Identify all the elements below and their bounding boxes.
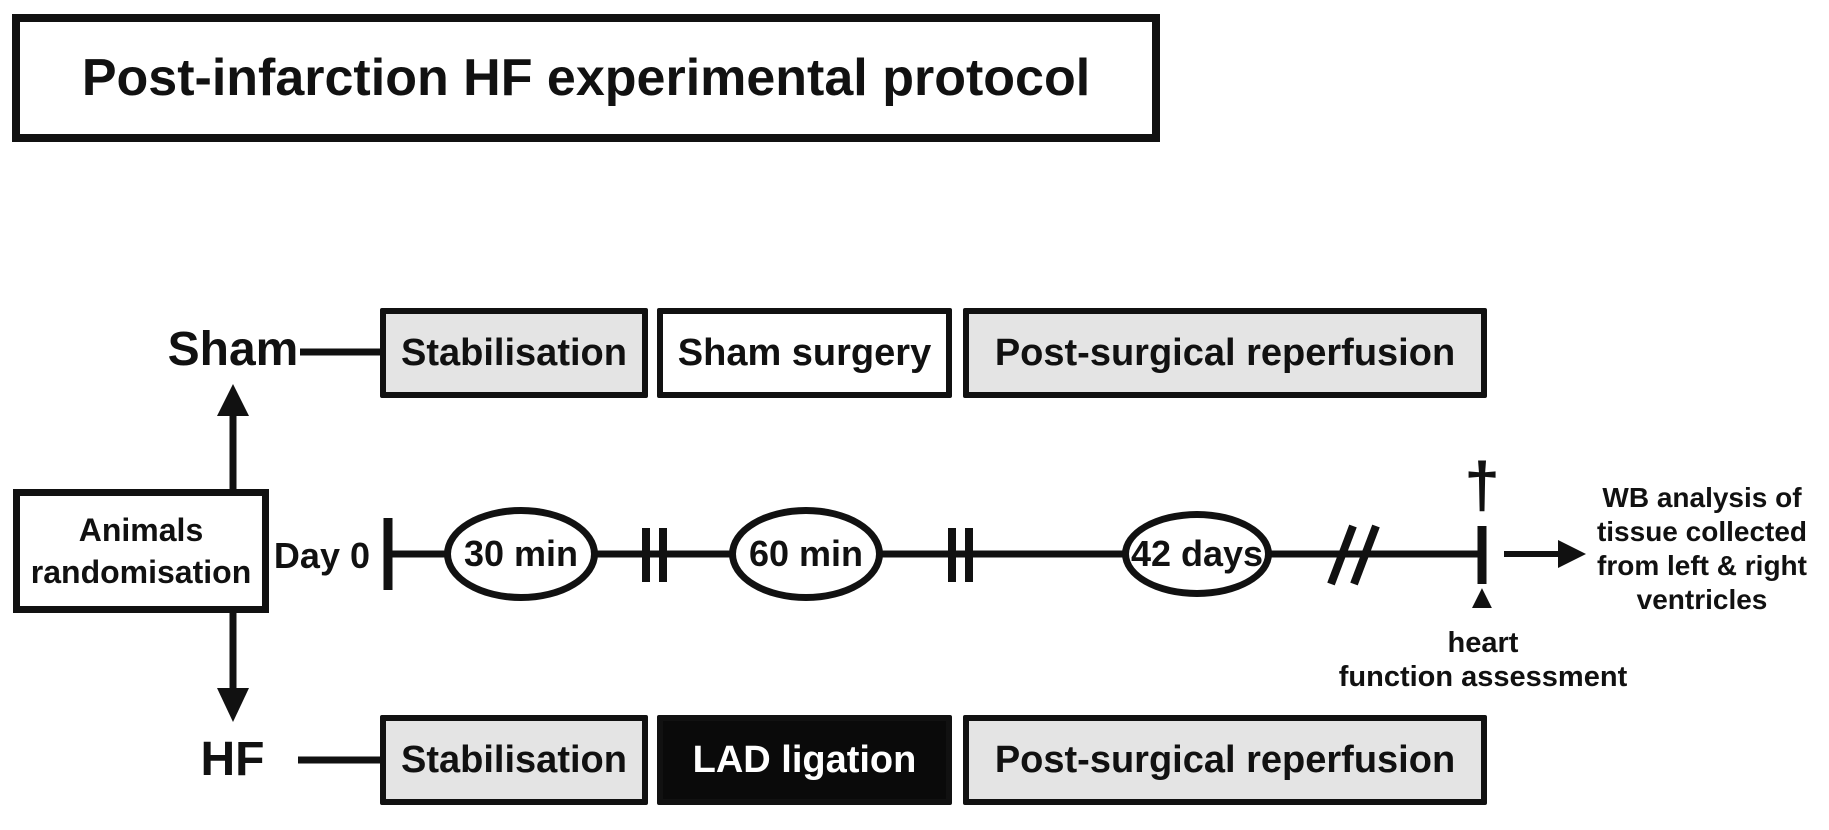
hf-stabilisation-label: Stabilisation <box>401 738 627 781</box>
hf-reperfusion-label: Post-surgical reperfusion <box>994 738 1456 781</box>
duration-ellipse-42days: 42 days <box>1122 511 1272 597</box>
time-break3-slash-right <box>1350 524 1380 586</box>
heart-assessment-note: heart function assessment <box>1308 626 1658 694</box>
day0-label: Day 0 <box>273 535 370 576</box>
page-title: Post-infarction HF experimental protocol <box>81 49 1091 107</box>
sham-group-label: Sham <box>167 323 299 376</box>
randomisation-box: Animals randomisation <box>13 489 269 613</box>
wb-note-line3: from left & right <box>1597 550 1807 581</box>
sham-stabilisation-box: Stabilisation <box>380 308 648 398</box>
hf-stabilisation-box: Stabilisation <box>380 715 648 805</box>
sham-surgery-box: Sham surgery <box>657 308 952 398</box>
duration-label-30min: 30 min <box>463 533 579 574</box>
wb-analysis-note: WB analysis of tissue collected from lef… <box>1578 481 1826 617</box>
sham-stabilisation-label: Stabilisation <box>401 331 627 374</box>
duration-label-60min: 60 min <box>748 533 864 574</box>
hf-reperfusion-box: Post-surgical reperfusion <box>963 715 1487 805</box>
hf-group-label: HF <box>200 733 265 786</box>
randomisation-label-line2: randomisation <box>30 554 252 590</box>
heart-note-line2: function assessment <box>1338 661 1628 693</box>
time-break3-slash-left <box>1327 524 1357 586</box>
up-arrowhead-icon <box>217 384 249 416</box>
down-arrowhead-icon <box>217 688 249 722</box>
hf-lad-ligation-box: LAD ligation <box>657 715 952 805</box>
title-box: Post-infarction HF experimental protocol <box>12 14 1160 142</box>
wb-note-line4: ventricles <box>1636 584 1768 615</box>
wb-note-line2: tissue collected <box>1596 516 1808 547</box>
duration-ellipse-30min: 30 min <box>444 507 598 601</box>
wb-note-line1: WB analysis of <box>1602 482 1802 513</box>
assessment-triangle-icon: ▲ <box>1465 578 1499 616</box>
duration-ellipse-60min: 60 min <box>729 507 883 601</box>
wb-arrowhead-icon <box>1558 540 1586 568</box>
duration-label-42days: 42 days <box>1130 533 1264 574</box>
hf-lad-ligation-label: LAD ligation <box>692 738 917 781</box>
sham-reperfusion-box: Post-surgical reperfusion <box>963 308 1487 398</box>
death-dagger-icon: † <box>1464 449 1500 521</box>
sham-reperfusion-label: Post-surgical reperfusion <box>994 331 1456 374</box>
heart-note-line1: heart <box>1447 627 1519 659</box>
sham-surgery-label: Sham surgery <box>677 331 932 374</box>
randomisation-label-line1: Animals <box>78 512 204 548</box>
